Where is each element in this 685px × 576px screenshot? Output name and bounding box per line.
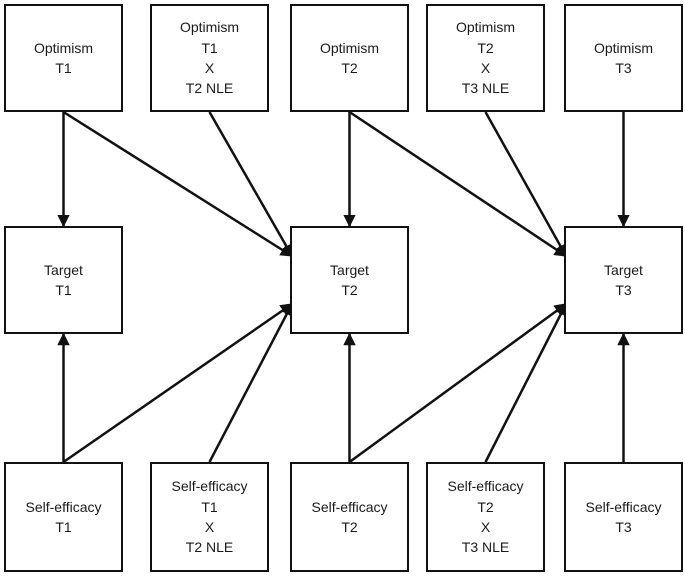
node-line: T1 [55, 519, 72, 535]
node-line: X [204, 60, 215, 76]
self-efficacy-t2-box: Self-efficacy T2 [290, 462, 409, 572]
node-line: Optimism [319, 39, 380, 56]
node-line: Target [604, 261, 643, 278]
optimism-t1-box: Optimism T1 [4, 4, 123, 112]
node-line: Self-efficacy [171, 478, 248, 495]
path-arrow-selfeff_t2_x_t3-to-target_t3 [484, 302, 568, 463]
path-arrow-optimism_t1_x_t2-to-target_t2 [208, 111, 294, 258]
node-line: T1 [201, 498, 218, 515]
node-line: Target [44, 261, 83, 278]
node-line: T3 NLE [461, 539, 510, 556]
path-arrow-selfeff_t1_x_t2-to-target_t2 [208, 302, 294, 463]
node-line: T2 [341, 519, 358, 535]
node-line: T3 [615, 60, 632, 76]
node-line: Optimism [593, 39, 654, 56]
node-line: X [204, 519, 215, 535]
self-efficacy-t3-box: Self-efficacy T3 [564, 462, 683, 572]
node-line: T2 [477, 498, 494, 515]
target-t2-box: Target T2 [290, 226, 409, 334]
optimism-t2-box: Optimism T2 [290, 4, 409, 112]
self-efficacy-t1-box: Self-efficacy T1 [4, 462, 123, 572]
node-line: T2 [477, 39, 494, 56]
node-line: Optimism [455, 19, 516, 36]
optimism-t2-x-t3-nle-box: Optimism T2 X T3 NLE [426, 4, 545, 112]
node-line: T3 NLE [461, 80, 510, 97]
self-efficacy-t1-x-t2-nle-box: Self-efficacy T1 X T2 NLE [150, 462, 269, 572]
path-arrow-optimism_t2_x_t3-to-target_t3 [484, 111, 568, 258]
node-line: Self-efficacy [25, 498, 102, 515]
optimism-t1-x-t2-nle-box: Optimism T1 X T2 NLE [150, 4, 269, 112]
node-line: T3 [615, 519, 632, 535]
node-line: Self-efficacy [311, 498, 388, 515]
node-line: Optimism [179, 19, 240, 36]
path-arrow-optimism_t1-to-target_t2 [62, 110, 294, 258]
node-line: T2 [341, 60, 358, 76]
node-line: Optimism [33, 39, 94, 56]
node-line: T1 [55, 282, 72, 298]
node-line: Self-efficacy [585, 498, 662, 515]
path-arrow-optimism_t2-to-target_t3 [348, 110, 568, 258]
optimism-t3-box: Optimism T3 [564, 4, 683, 112]
node-line: T2 NLE [185, 539, 234, 556]
self-efficacy-t2-x-t3-nle-box: Self-efficacy T2 X T3 NLE [426, 462, 545, 572]
node-line: T2 [341, 282, 358, 298]
node-line: T2 NLE [185, 80, 234, 97]
node-line: X [480, 60, 491, 76]
path-arrow-selfeff_t2-to-target_t3 [348, 302, 568, 464]
target-t3-box: Target T3 [564, 226, 683, 334]
path-arrow-selfeff_t1-to-target_t2 [62, 302, 294, 464]
node-line: Target [330, 261, 369, 278]
node-line: T1 [55, 60, 72, 76]
node-line: T3 [615, 282, 632, 298]
node-line: X [480, 519, 491, 535]
node-line: T1 [201, 39, 218, 56]
node-line: Self-efficacy [447, 478, 524, 495]
target-t1-box: Target T1 [4, 226, 123, 334]
